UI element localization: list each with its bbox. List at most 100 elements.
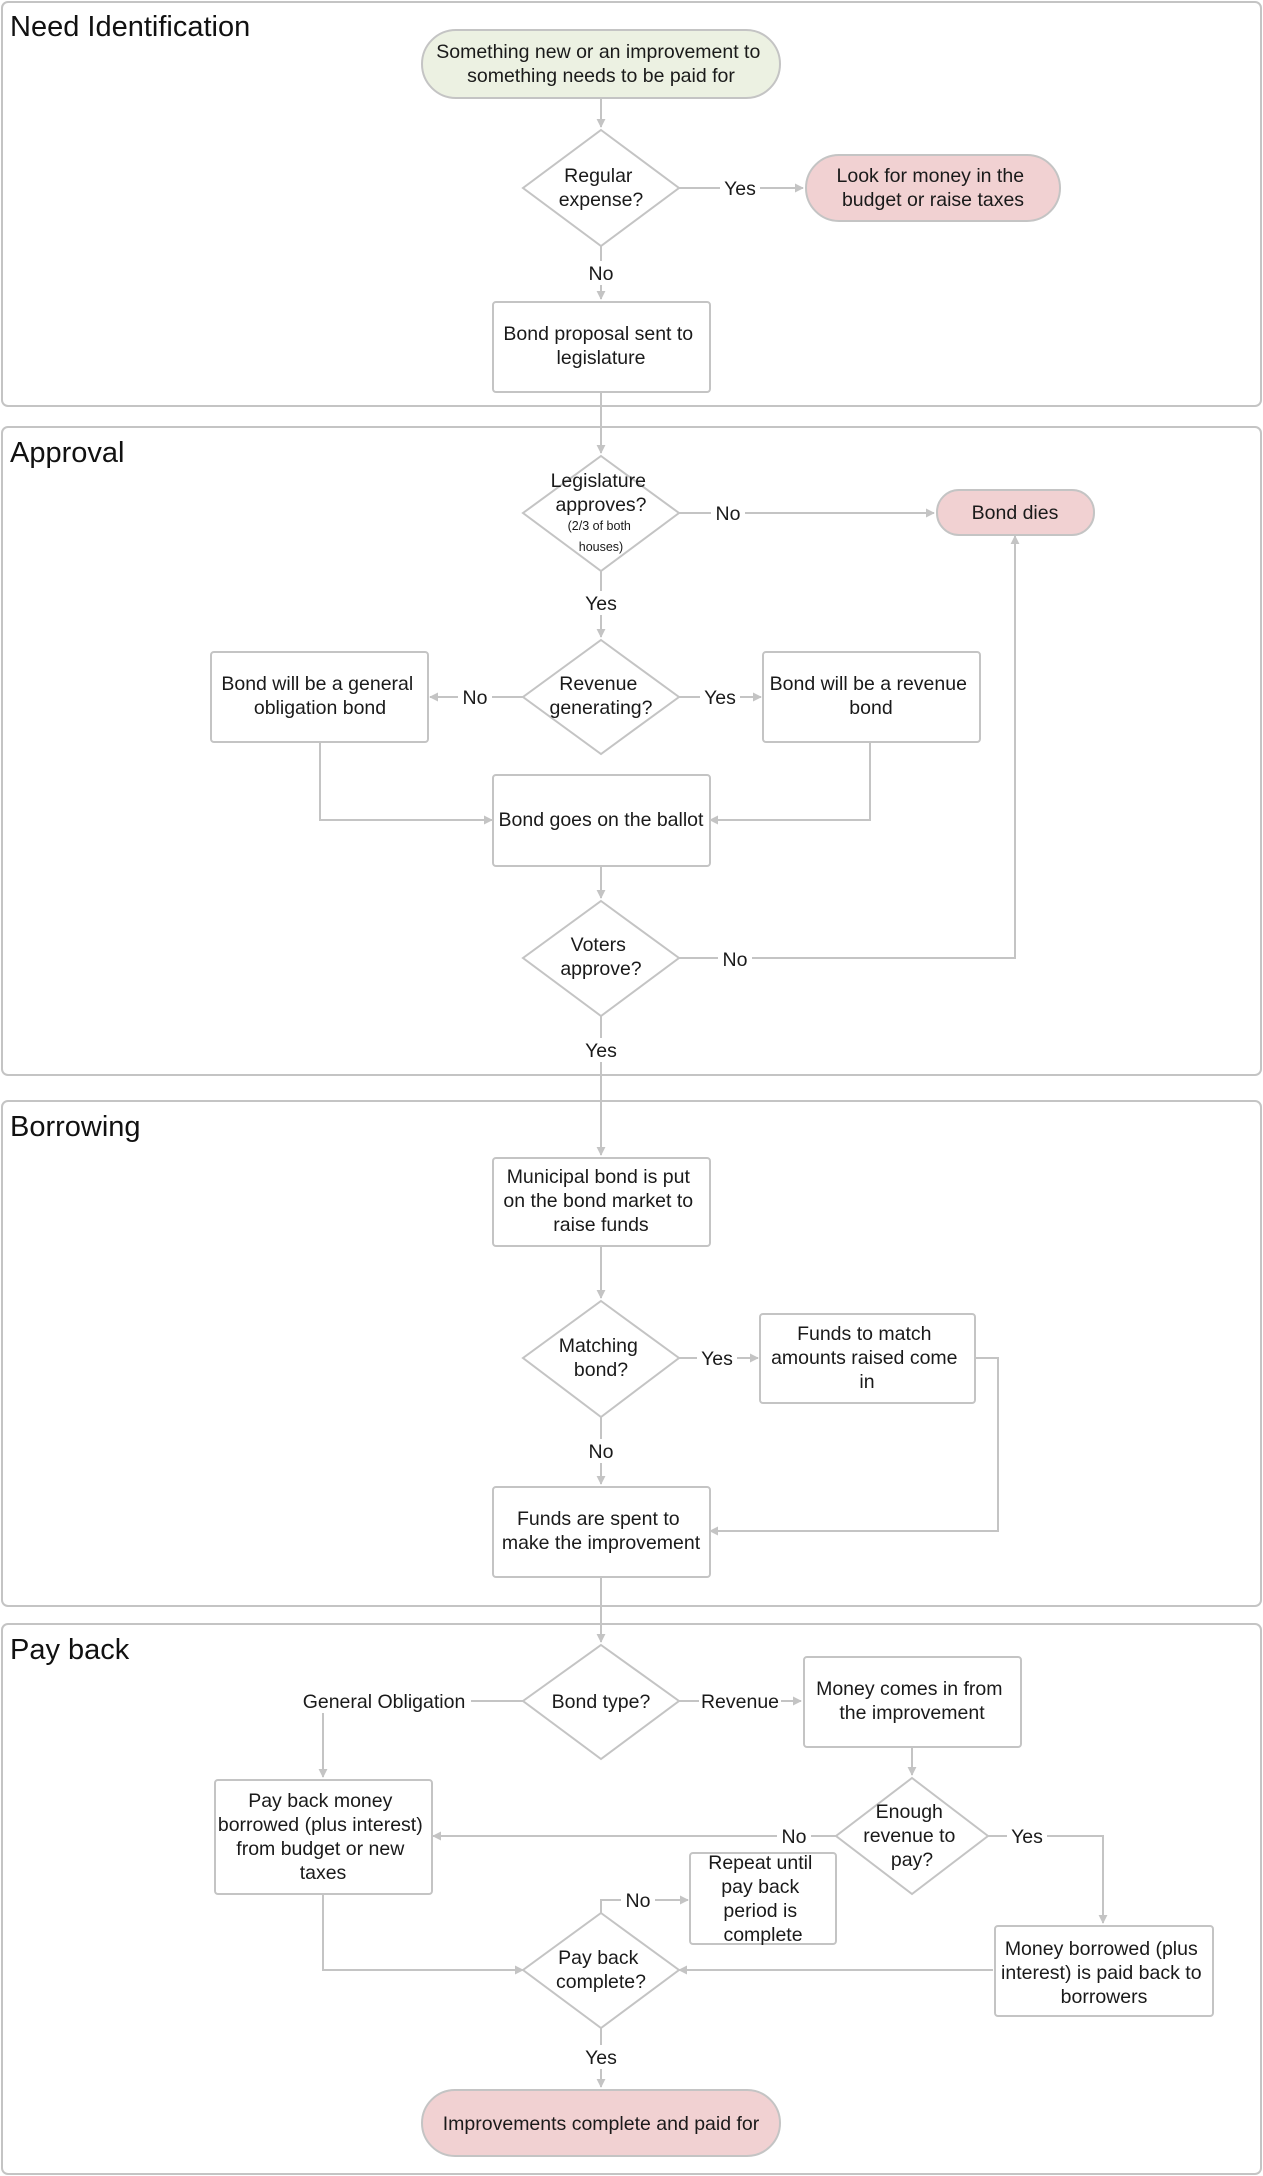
node-line: Money borrowed (plus	[1005, 1938, 1198, 1960]
voters-approve-decision: Voters approve?	[521, 899, 681, 1018]
lane-approval: Approval	[1, 426, 1262, 1076]
svg-text:Bond will be a revenue: Bond will be a revenue bond	[770, 673, 973, 719]
node-line: Matching	[559, 1335, 638, 1357]
node-line: Pay back	[558, 1947, 638, 1969]
edge-go-bond-to-ballot	[319, 742, 493, 825]
node-line: Regular	[564, 165, 633, 187]
edge-label-general-obligation: General Obligation	[303, 1691, 466, 1713]
edge-label-payback-no: No	[626, 1890, 651, 1912]
repeat-process: Repeat until pay back period is complete	[689, 1852, 837, 1946]
node-line: something needs to be paid for	[467, 65, 735, 87]
enough-revenue-decision: Enough revenue to pay?	[834, 1776, 990, 1896]
node-line: Legislature	[551, 470, 646, 492]
node-line: obligation bond	[254, 697, 386, 719]
svg-text:Bond will be a general: Bond will be a general obligation bond	[221, 673, 418, 719]
edge-label-regular-yes: Yes	[724, 178, 756, 200]
edge-label-legislature-no: No	[716, 503, 741, 525]
node-line: Voters	[571, 934, 627, 956]
edge-label-revenue: Revenue	[701, 1691, 779, 1713]
svg-text:Improvements complete and paid: Improvements complete and paid for	[443, 2113, 760, 2135]
node-line: taxes	[300, 1862, 347, 1884]
svg-text:(2/3 of both houses): (2/3 of both houses)	[568, 519, 635, 554]
node-line: expense?	[559, 189, 644, 211]
node-line: period is	[723, 1900, 797, 1922]
edge-labels: Yes No No Yes No Yes No Yes Yes No Gener…	[297, 176, 1047, 2069]
money-paid-back-process: Money borrowed (plus interest) is paid b…	[994, 1925, 1214, 2017]
pay-back-complete-decision: Pay back complete?	[521, 1911, 681, 2030]
money-from-improvement-process: Money comes in from the improvement	[803, 1656, 1022, 1748]
node-line: Funds are spent to	[517, 1508, 680, 1530]
node-line: Repeat until	[708, 1852, 812, 1874]
legislature-approves-decision: Legislature approves? (2/3 of both house…	[521, 454, 681, 573]
edge-label-revenue-no: No	[463, 687, 488, 709]
node-line: Funds to match	[797, 1323, 931, 1345]
pay-back-budget-process: Pay back money borrowed (plus interest) …	[214, 1779, 433, 1895]
edge-label-legislature-yes: Yes	[585, 593, 617, 615]
node-line: Bond will be a general	[221, 673, 413, 695]
svg-text:Money comes in from th: Money comes in from the improvement	[816, 1678, 1008, 1724]
revenue-generating-decision: Revenue generating?	[521, 638, 681, 756]
svg-text:Regular expense?: Regular expense?	[559, 165, 644, 211]
svg-text:Money borrowed (plus i: Money borrowed (plus interest) is paid b…	[1001, 1938, 1207, 2008]
bond-market-process: Municipal bond is put on the bond market…	[492, 1157, 711, 1247]
node-line: the improvement	[839, 1702, 985, 1724]
lane-title: Approval	[10, 437, 124, 469]
node-line: in	[859, 1371, 874, 1393]
node-note: (2/3 of both	[568, 519, 631, 533]
edge-label-enough-no: No	[782, 1826, 807, 1848]
node-line: borrowed (plus interest)	[218, 1814, 423, 1836]
node-note: houses)	[579, 540, 623, 554]
start-terminal: Something new or an improvement to somet…	[421, 29, 781, 99]
svg-text:Repeat until pay back: Repeat until pay back period is complete	[708, 1852, 818, 1946]
node-line: approve?	[560, 958, 641, 980]
node-line: Bond dies	[972, 502, 1059, 524]
svg-text:Matching bond?: Matching bond?	[559, 1335, 644, 1381]
funds-spent-process: Funds are spent to make the improvement	[492, 1486, 711, 1578]
node-line: complete	[723, 1924, 802, 1946]
node-line: interest) is paid back to	[1001, 1962, 1202, 1984]
edge-label-enough-yes: Yes	[1011, 1826, 1043, 1848]
node-line: Something new or an improvement to	[436, 41, 760, 63]
node-line: complete?	[556, 1971, 646, 1993]
node-line: pay?	[891, 1849, 933, 1871]
svg-text:Municipal bond is put: Municipal bond is put on the bond market…	[503, 1166, 698, 1236]
node-line: pay back	[721, 1876, 799, 1898]
edge-label-payback-yes: Yes	[585, 2047, 617, 2069]
svg-text:Funds to match amounts: Funds to match amounts raised come in	[771, 1323, 963, 1393]
node-line: Revenue	[559, 673, 637, 695]
end-terminal: Improvements complete and paid for	[421, 2089, 781, 2157]
bond-proposal-process: Bond proposal sent to legislature	[492, 301, 711, 393]
node-line: Money comes in from	[816, 1678, 1002, 1700]
node-line: bond?	[574, 1359, 628, 1381]
lane-title: Pay back	[10, 1634, 130, 1666]
node-line: make the improvement	[502, 1532, 701, 1554]
regular-expense-decision: Regular expense?	[521, 128, 681, 248]
svg-text:Voters approve?: Voters approve?	[560, 934, 641, 980]
node-line: generating?	[549, 697, 652, 719]
node-line: Bond goes on the ballot	[499, 809, 704, 831]
edge-label-voters-yes: Yes	[585, 1040, 617, 1062]
bond-type-decision: Bond type?	[521, 1643, 681, 1761]
node-line: Bond proposal sent to	[503, 323, 693, 345]
lane-box	[1, 426, 1262, 1076]
nodes: Something new or an improvement to somet…	[210, 29, 1214, 2157]
svg-text:Pay back money borrowe: Pay back money borrowed (plus interest) …	[218, 1790, 428, 1884]
svg-text:Revenue generating?: Revenue generating?	[549, 673, 652, 719]
svg-text:Bond proposal sent to: Bond proposal sent to legislature	[503, 323, 698, 369]
node-line: Municipal bond is put	[507, 1166, 691, 1188]
node-line: from budget or new	[236, 1838, 405, 1860]
svg-text:Look for money in the: Look for money in the budget or raise ta…	[837, 165, 1030, 211]
node-line: Enough	[876, 1801, 943, 1823]
node-line: amounts raised come	[771, 1347, 957, 1369]
node-line: budget or raise taxes	[842, 189, 1024, 211]
node-line: Bond will be a revenue	[770, 673, 967, 695]
edge-payback-budget-to-complete	[322, 1894, 524, 1975]
edge-matching-funds-to-spent	[709, 1357, 999, 1536]
bond-dies-terminal: Bond dies	[936, 489, 1095, 536]
edge-revenue-bond-to-ballot	[709, 742, 871, 825]
node-line: Look for money in the	[837, 165, 1025, 187]
svg-text:Legislature approves?: Legislature approves?	[551, 470, 652, 516]
svg-text:Enough revenue to: Enough revenue to pay?	[863, 1801, 961, 1871]
budget-or-taxes-terminal: Look for money in the budget or raise ta…	[805, 154, 1061, 222]
